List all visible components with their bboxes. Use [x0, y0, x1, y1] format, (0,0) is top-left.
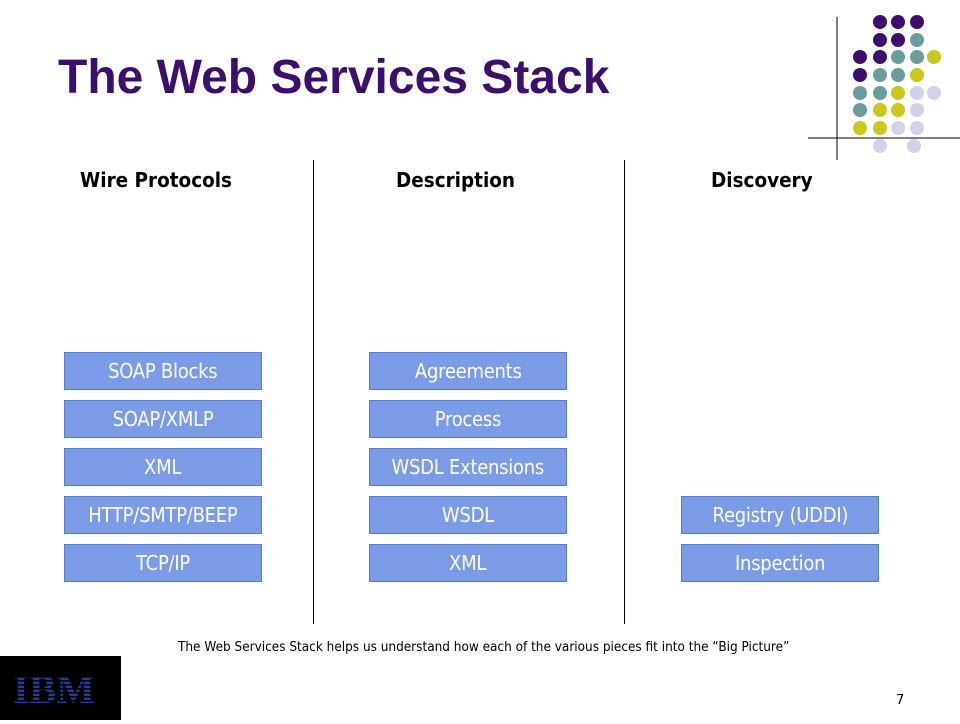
column-divider-1	[313, 160, 314, 624]
decorative-dot	[910, 86, 924, 100]
decorative-dot	[891, 50, 905, 64]
decorative-dot-grid	[808, 15, 960, 160]
ibm-logo-stripe	[10, 692, 100, 694]
decorative-dot	[910, 121, 924, 135]
box-label: Process	[434, 407, 502, 431]
box-label: WSDL	[441, 503, 495, 527]
decorative-dot	[907, 139, 921, 153]
box-label: SOAP/XMLP	[112, 407, 214, 431]
decorative-dot	[853, 103, 867, 117]
heading-description: Description	[396, 168, 516, 192]
box-label: SOAP Blocks	[108, 359, 218, 383]
heading-discovery: Discovery	[711, 168, 813, 192]
slide-caption: The Web Services Stack helps us understa…	[178, 640, 790, 655]
decorative-dot	[873, 33, 887, 47]
decorative-dot	[853, 68, 867, 82]
decorative-dot	[853, 50, 867, 64]
decorative-dot	[910, 50, 924, 64]
box-label: Inspection	[734, 551, 826, 575]
box-soap-xmlp: SOAP/XMLP	[64, 400, 262, 438]
decorative-dot	[910, 68, 924, 82]
decorative-dot	[873, 15, 887, 29]
decorative-dot	[873, 86, 887, 100]
box-label: XML	[449, 551, 487, 575]
box-agreements: Agreements	[369, 352, 567, 390]
box-xml: XML	[64, 448, 262, 486]
box-label: TCP/IP	[136, 551, 190, 575]
ibm-logo-stripe	[10, 676, 100, 678]
page-number: 7	[896, 693, 905, 708]
box-wsdl: WSDL	[369, 496, 567, 534]
box-label: HTTP/SMTP/BEEP	[88, 503, 238, 527]
box-inspection: Inspection	[681, 544, 879, 582]
decorative-dot	[853, 121, 867, 135]
ibm-logo-stripe	[10, 700, 100, 702]
decorative-dot	[873, 50, 887, 64]
decorative-dot	[891, 86, 905, 100]
decorative-dot	[910, 103, 924, 117]
box-label: Agreements	[414, 359, 522, 383]
decorative-dot	[873, 68, 887, 82]
box-tcp-ip: TCP/IP	[64, 544, 262, 582]
ibm-logo-stripe	[10, 680, 100, 682]
decorative-dot	[873, 139, 887, 153]
box-label: WSDL Extensions	[391, 455, 545, 479]
box-soap-blocks: SOAP Blocks	[64, 352, 262, 390]
ibm-logo-stripe	[10, 704, 100, 706]
decorative-dot	[927, 86, 941, 100]
decorative-dot	[891, 15, 905, 29]
heading-wire-protocols: Wire Protocols	[80, 168, 233, 192]
box-xml-description: XML	[369, 544, 567, 582]
decorative-dot	[891, 68, 905, 82]
decorative-dot	[910, 33, 924, 47]
decorative-dot	[853, 86, 867, 100]
decorative-dot	[891, 121, 905, 135]
decorative-dot	[910, 15, 924, 29]
column-divider-2	[624, 160, 625, 624]
decorative-dot	[891, 103, 905, 117]
decorative-dot	[873, 103, 887, 117]
ibm-logo-stripe	[10, 688, 100, 690]
box-process: Process	[369, 400, 567, 438]
slide-title: The Web Services Stack	[58, 51, 610, 104]
box-wsdl-extensions: WSDL Extensions	[369, 448, 567, 486]
decorative-dot	[873, 121, 887, 135]
ibm-logo-stripe	[10, 684, 100, 686]
ibm-logo-stripe	[10, 696, 100, 698]
box-label: Registry (UDDI)	[712, 503, 848, 527]
box-label: XML	[144, 455, 182, 479]
ibm-logo: IBM	[0, 656, 121, 720]
box-http-smtp-beep: HTTP/SMTP/BEEP	[64, 496, 262, 534]
decorative-dot	[891, 33, 905, 47]
decorative-dot	[927, 50, 941, 64]
ibm-logo-mark: IBM	[10, 667, 100, 712]
box-registry-uddi: Registry (UDDI)	[681, 496, 879, 534]
